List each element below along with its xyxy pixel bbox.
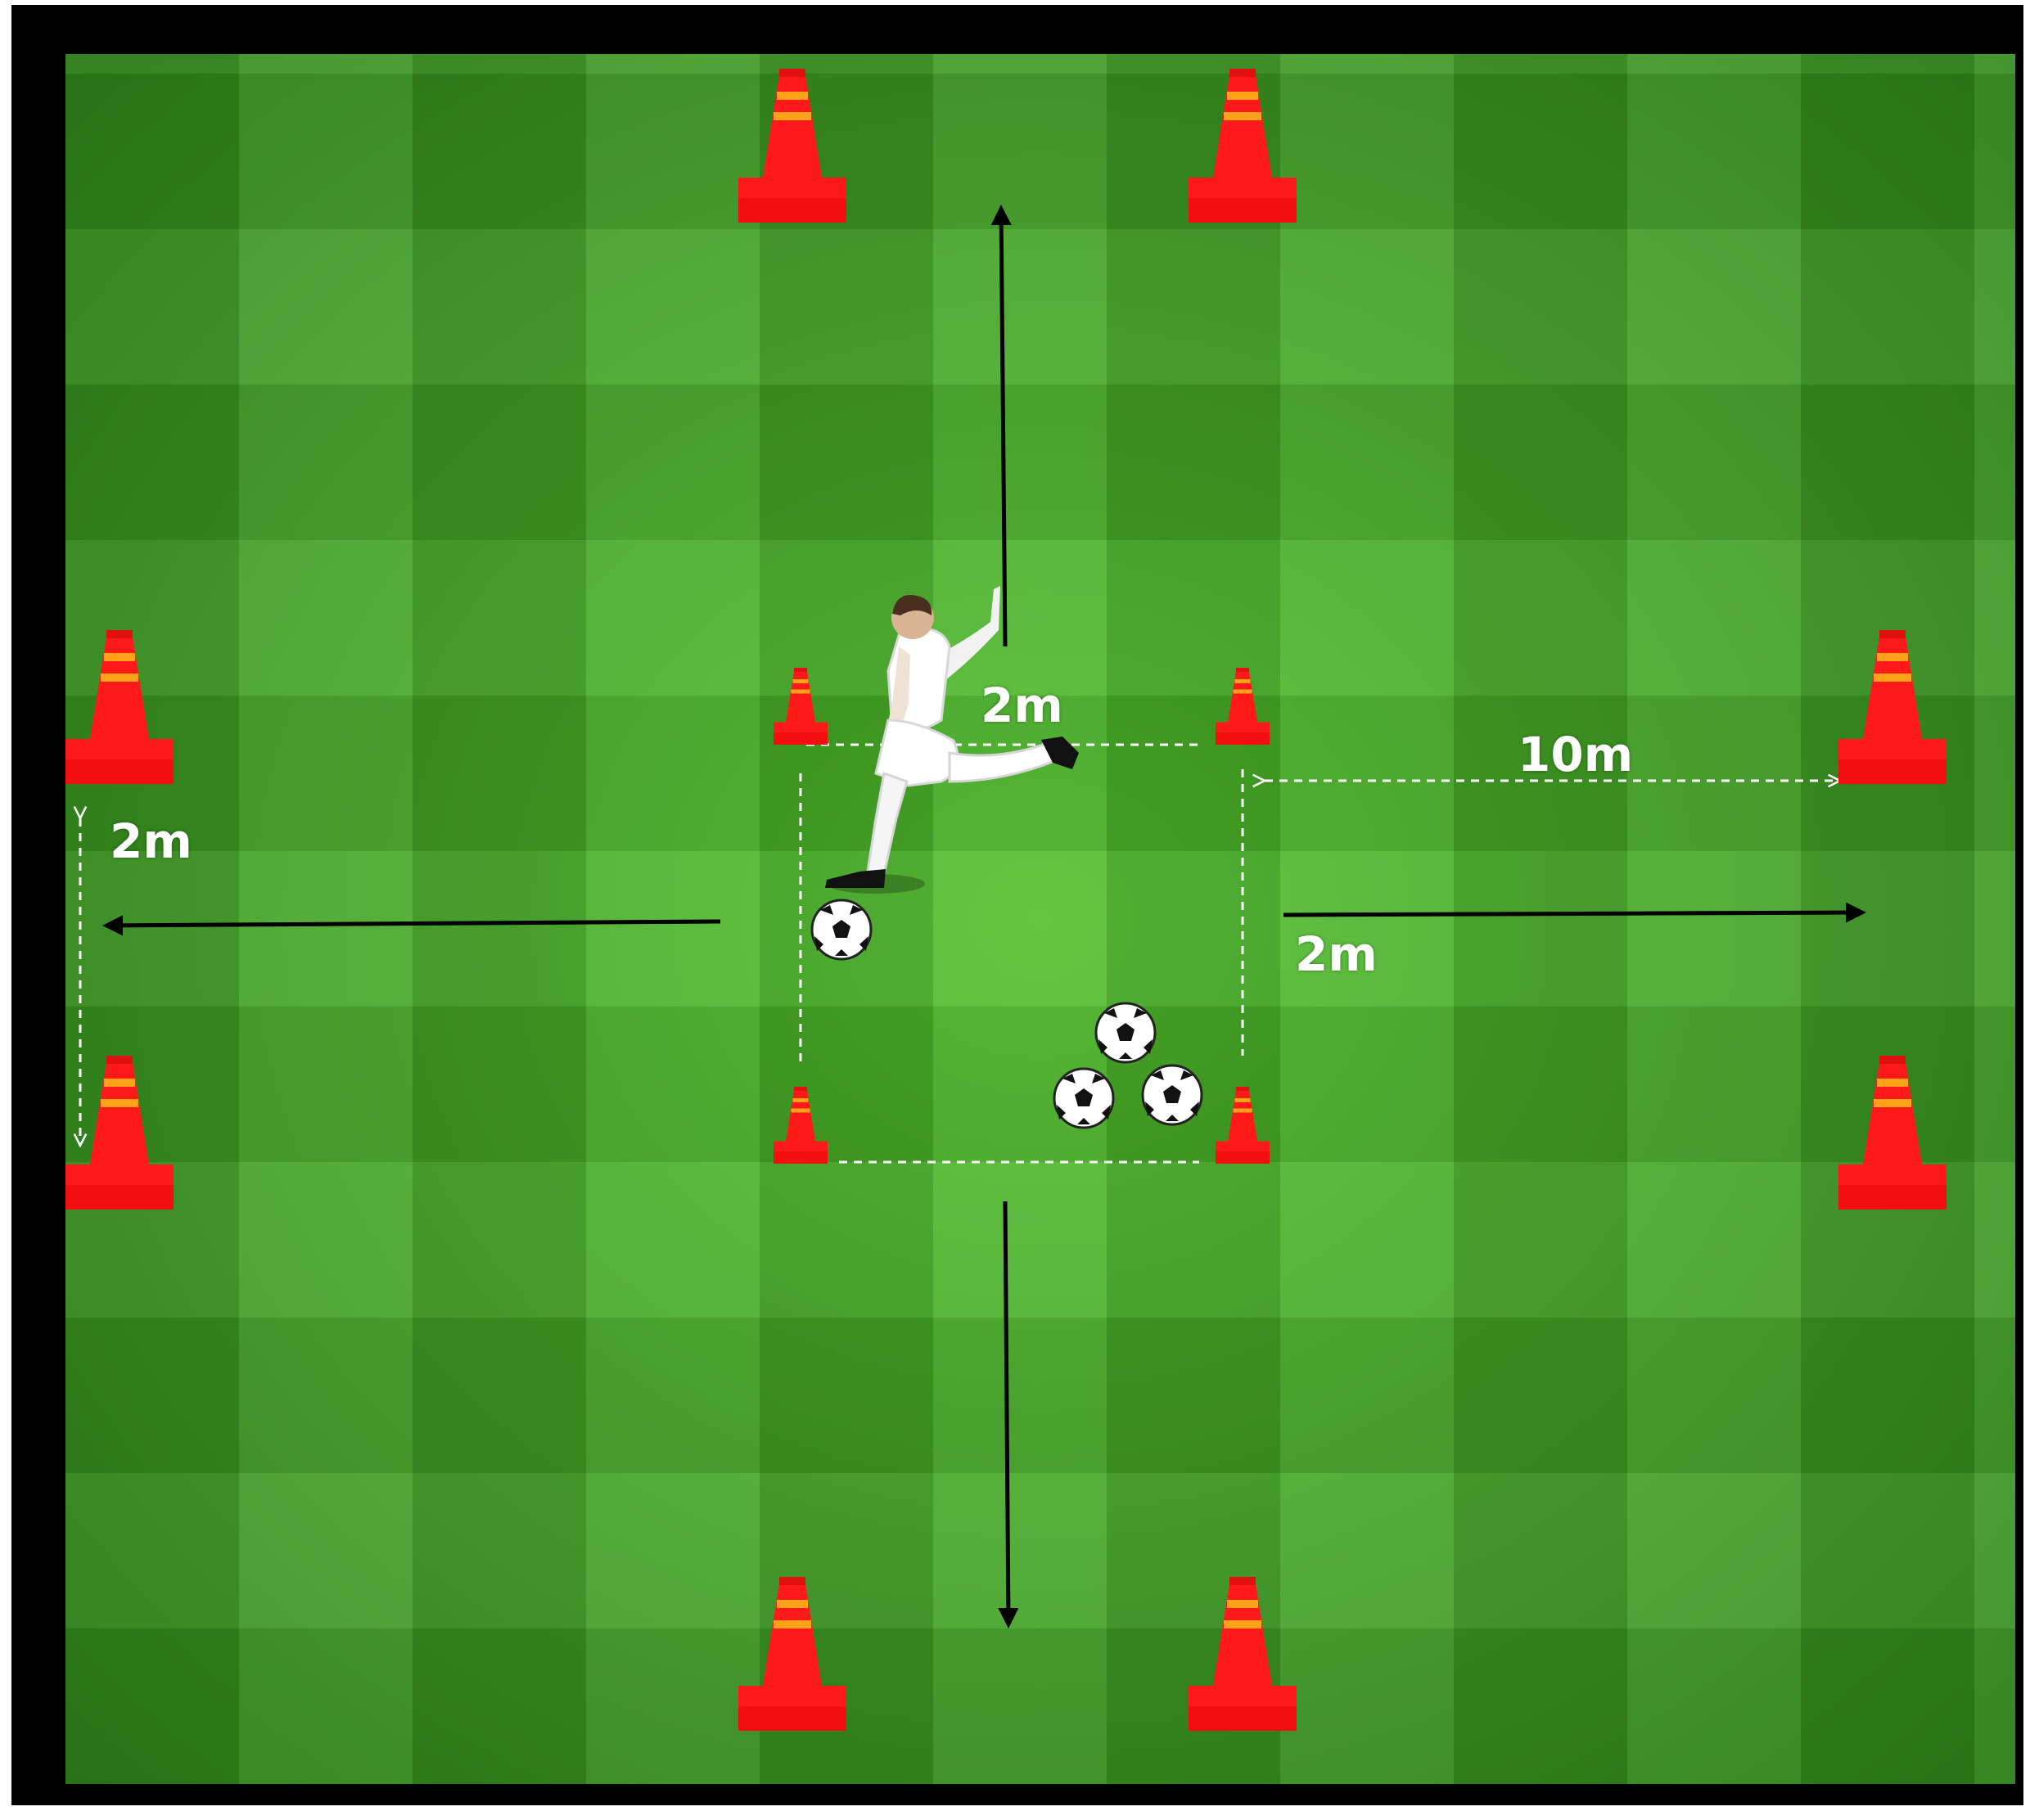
cone-bottom-left xyxy=(738,1577,846,1731)
cone-top-right xyxy=(1189,69,1297,223)
right-distance-label: 10m xyxy=(1518,727,1633,782)
cone-right-upper xyxy=(1838,630,1947,784)
soccer-player-icon xyxy=(825,586,1079,894)
cone-bottom-right xyxy=(1189,1577,1297,1731)
arrow-down xyxy=(1005,1201,1008,1624)
cone-left-upper xyxy=(65,630,174,784)
cone-left-lower xyxy=(65,1056,174,1210)
cone-right-lower xyxy=(1838,1056,1947,1210)
cone-top-left xyxy=(738,69,846,223)
arrow-left xyxy=(106,921,720,926)
small-cone-bottom-left xyxy=(774,1087,828,1164)
small-cone-top-right xyxy=(1216,668,1270,745)
arrow-up xyxy=(1001,209,1005,646)
arrow-right xyxy=(1283,912,1862,915)
small-cone-bottom-right xyxy=(1216,1087,1270,1164)
soccer-ball-pile-right xyxy=(1143,1065,1202,1124)
soccer-ball-player xyxy=(812,900,871,959)
left-gap-label: 2m xyxy=(110,813,192,869)
soccer-ball-pile-top xyxy=(1096,1003,1155,1062)
inner-square-top-label: 2m xyxy=(981,678,1063,733)
right-inner-label: 2m xyxy=(1295,926,1378,982)
soccer-ball-pile-left xyxy=(1054,1069,1113,1128)
small-cone-top-left xyxy=(774,668,828,745)
